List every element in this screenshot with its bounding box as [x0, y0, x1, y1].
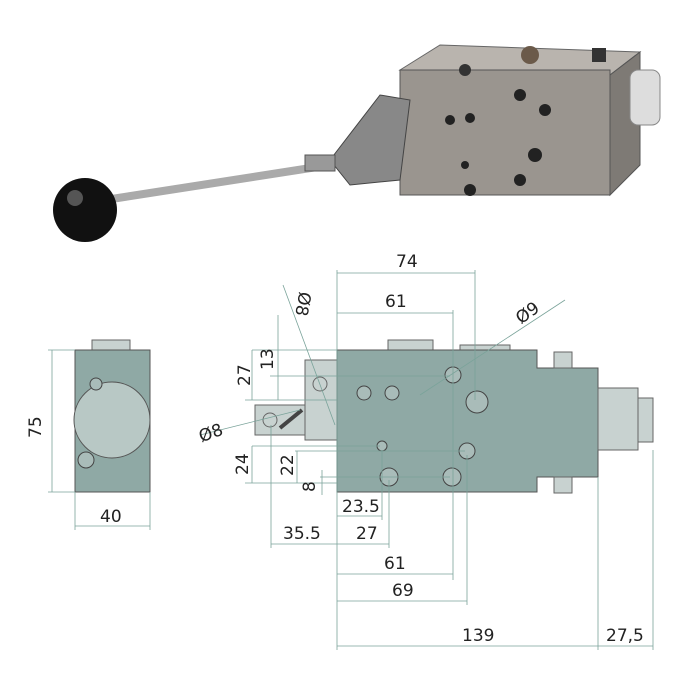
dim-27-bottom: 27	[356, 524, 378, 544]
dim-dia9: Ø9	[512, 298, 543, 328]
dim-24: 24	[233, 453, 253, 475]
dim-74: 74	[396, 252, 418, 272]
side-width-label: 40	[100, 507, 122, 527]
dim-dia8-top: Ø8	[290, 290, 314, 317]
dim-61-bottom: 61	[384, 554, 406, 574]
dim-139: 139	[462, 626, 494, 646]
dim-8: 8	[300, 481, 320, 492]
dim-27: 27	[235, 364, 255, 386]
dim-22: 22	[278, 454, 298, 476]
dim-13: 13	[258, 348, 278, 370]
dim-23-5: 23.5	[342, 497, 380, 517]
dim-35-5: 35.5	[283, 524, 321, 544]
dim-69: 69	[392, 581, 414, 601]
dim-dia8-left: Ø8	[196, 420, 226, 447]
side-height-label: 75	[26, 416, 46, 438]
dim-27-5: 27,5	[606, 626, 644, 646]
front-view	[199, 270, 654, 650]
valve-photo	[53, 44, 661, 242]
side-view	[48, 339, 151, 530]
dim-61-top: 61	[385, 292, 407, 312]
